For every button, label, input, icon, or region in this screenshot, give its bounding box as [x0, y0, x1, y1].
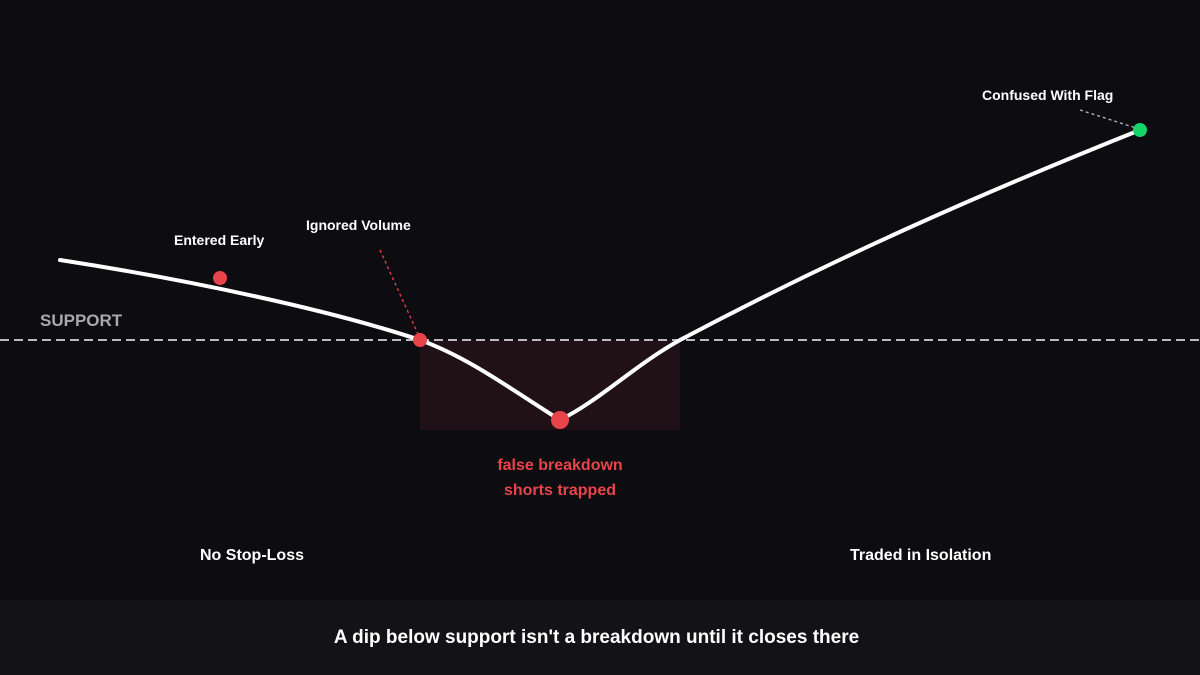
- support-label: SUPPORT: [40, 311, 123, 330]
- entered-early-label: Entered Early: [174, 232, 264, 248]
- price-diagram: SUPPORT Entered Early Ignored Volume Con…: [0, 87, 1200, 564]
- shorts-trapped-label: shorts trapped: [504, 482, 616, 499]
- ignored-volume-marker: [413, 333, 427, 347]
- ignored-volume-leader: [379, 249, 419, 335]
- caption-bar: A dip below support isn't a breakdown un…: [0, 600, 1200, 675]
- no-stop-loss-label: No Stop-Loss: [200, 547, 304, 564]
- entered-early-marker: [213, 271, 227, 285]
- caption-text: A dip below support isn't a breakdown un…: [333, 626, 860, 648]
- confused-with-flag-label: Confused With Flag: [982, 87, 1113, 103]
- confused-with-flag-marker: [1133, 123, 1147, 137]
- false-breakdown-marker: [551, 411, 569, 429]
- false-breakdown-label: false breakdown: [497, 457, 622, 474]
- ignored-volume-label: Ignored Volume: [306, 217, 411, 233]
- confused-with-flag-leader: [1079, 109, 1137, 129]
- traded-in-isolation-label: Traded in Isolation: [850, 547, 991, 564]
- breakdown-zone: [420, 340, 680, 430]
